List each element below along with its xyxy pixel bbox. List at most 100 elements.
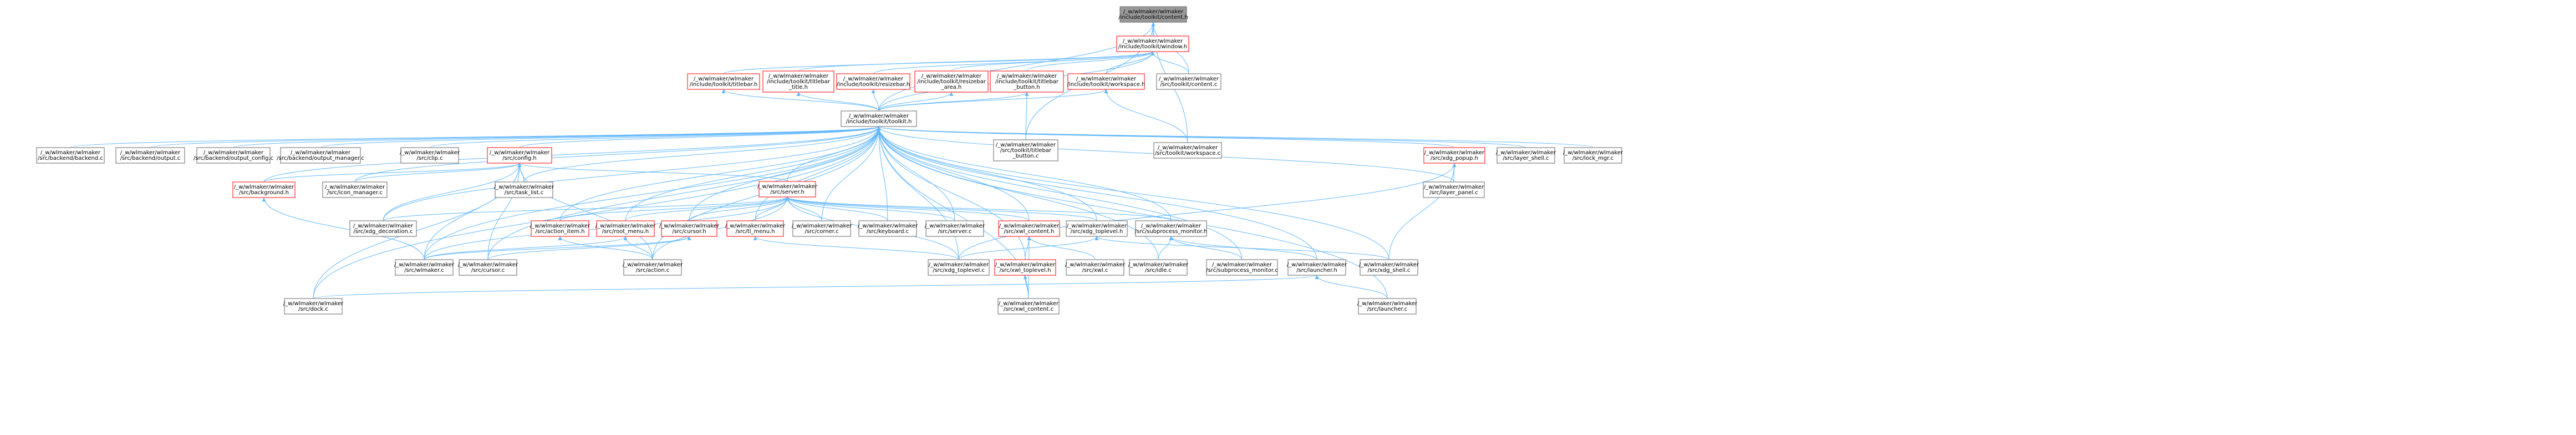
edge-idle_c-to-subprocess_monitor_h bbox=[1158, 236, 1173, 260]
node-box bbox=[196, 147, 271, 164]
node-xwl-content-h[interactable]: /_w/wlmaker/wlmaker/src/xwl_content.h bbox=[998, 220, 1060, 237]
edge-resizebar_h-to-window_h bbox=[873, 51, 1155, 74]
node-titlebar-button-h[interactable]: /_w/wlmaker/wlmaker/include/toolkit/titl… bbox=[990, 70, 1064, 93]
node-label-line: /src/corner.c bbox=[805, 229, 838, 235]
node-resizebar-area-h[interactable]: /_w/wlmaker/wlmaker/include/toolkit/resi… bbox=[914, 70, 989, 93]
node-content-c[interactable]: /_w/wlmaker/wlmaker/src/toolkit/content.… bbox=[1156, 73, 1221, 90]
node-label-line: /src/dock.c bbox=[298, 306, 328, 312]
edge-subprocess_monitor_h-to-toolkit_h bbox=[877, 126, 1172, 221]
node-idle-c[interactable]: /_w/wlmaker/wlmaker/src/idle.c bbox=[1128, 259, 1189, 276]
node-label-line: /_w/wlmaker/wlmaker bbox=[494, 184, 554, 190]
node-label-line: _title.h bbox=[788, 84, 808, 90]
node-label-line: /_w/wlmaker/wlmaker bbox=[1128, 262, 1189, 268]
node-label-line: /_w/wlmaker/wlmaker bbox=[843, 76, 904, 82]
node-subprocess-monitor-h[interactable]: /_w/wlmaker/wlmaker/src/subprocess_monit… bbox=[1135, 220, 1207, 237]
node-icon-manager-c[interactable]: /_w/wlmaker/wlmaker/src/icon_manager.c bbox=[322, 181, 388, 198]
node-label-line: /_w/wlmaker/wlmaker bbox=[768, 73, 829, 79]
node-label-line: /src/toolkit/content.c bbox=[1160, 82, 1217, 88]
edge-subprocess_monitor_c-to-subprocess_monitor_h bbox=[1169, 236, 1243, 260]
node-box bbox=[1156, 73, 1221, 90]
node-xwl-toplevel-h[interactable]: /_w/wlmaker/wlmaker/src/xwl_toplevel.h bbox=[994, 259, 1056, 276]
node-box bbox=[1135, 220, 1207, 237]
edge-icon_manager_c-to-config_h bbox=[354, 163, 522, 183]
node-workspace-h[interactable]: /_w/wlmaker/wlmaker/include/toolkit/work… bbox=[1067, 73, 1146, 90]
node-backend-c[interactable]: /_w/wlmaker/wlmaker/src/backend/backend.… bbox=[36, 147, 105, 164]
node-label-line: /_w/wlmaker/wlmaker bbox=[394, 262, 455, 268]
node-label-line: /src/toolkit/titlebar bbox=[1000, 148, 1052, 154]
node-output-c[interactable]: /_w/wlmaker/wlmaker/src/backend/output.c bbox=[115, 147, 185, 164]
node-box bbox=[1206, 259, 1278, 276]
node-tl-menu-h[interactable]: /_w/wlmaker/wlmaker/src/tl_menu.h bbox=[725, 220, 786, 237]
node-label-line: /src/xdg_popup.h bbox=[1430, 155, 1478, 161]
edge-toolkit_h-to-root bbox=[878, 22, 1155, 112]
node-action-item-h[interactable]: /_w/wlmaker/wlmaker/src/action_item.h bbox=[530, 220, 590, 237]
edge-dock_c-to-toolkit_h bbox=[313, 126, 881, 299]
node-label-line: /_w/wlmaker/wlmaker bbox=[997, 73, 1057, 79]
node-toolkit-h[interactable]: /_w/wlmaker/wlmaker/include/toolkit/tool… bbox=[841, 110, 917, 127]
edge-output_config_c-to-toolkit_h bbox=[233, 126, 881, 148]
node-action-c[interactable]: /_w/wlmaker/wlmaker/src/action.c bbox=[623, 259, 683, 276]
node-box bbox=[487, 147, 552, 164]
edge-root_menu_h-to-server_h bbox=[625, 196, 790, 221]
node-output-config-c[interactable]: /_w/wlmaker/wlmaker/src/backend/output_c… bbox=[194, 147, 273, 164]
node-xwl-c[interactable]: /_w/wlmaker/wlmaker/src/xwl.c bbox=[1065, 259, 1126, 276]
node-wlmaker-c[interactable]: /_w/wlmaker/wlmaker/src/wlmaker.c bbox=[394, 259, 455, 276]
node-background-h[interactable]: /_w/wlmaker/wlmaker/src/background.h bbox=[232, 181, 296, 198]
node-root[interactable]: /_w/wlmaker/wlmaker/include/toolkit/cont… bbox=[1118, 6, 1188, 23]
node-label-line: /_w/wlmaker/wlmaker bbox=[999, 223, 1060, 229]
node-label-line: /_w/wlmaker/wlmaker bbox=[659, 223, 720, 229]
node-xdg-toplevel-h[interactable]: /_w/wlmaker/wlmaker/src/xdg_toplevel.h bbox=[1066, 220, 1128, 237]
node-layer-panel-c[interactable]: /_w/wlmaker/wlmaker/src/layer_panel.c bbox=[1423, 181, 1485, 198]
node-label-line: /_w/wlmaker/wlmaker bbox=[792, 223, 852, 229]
node-launcher-h[interactable]: /_w/wlmaker/wlmaker/src/launcher.h bbox=[1287, 259, 1347, 276]
node-xdg-popup-h[interactable]: /_w/wlmaker/wlmaker/src/xdg_popup.h bbox=[1423, 147, 1485, 164]
node-box bbox=[459, 259, 517, 276]
node-label-line: /_w/wlmaker/wlmaker bbox=[353, 223, 414, 229]
node-xdg-toplevel-c[interactable]: /_w/wlmaker/wlmaker/src/xdg_toplevel.c bbox=[928, 259, 990, 276]
node-xdg-shell-c[interactable]: /_w/wlmaker/wlmaker/src/xdg_shell.c bbox=[1359, 259, 1419, 276]
edge-task_list_c-to-config_h bbox=[517, 163, 525, 183]
node-root-menu-h[interactable]: /_w/wlmaker/wlmaker/src/root_menu.h bbox=[595, 220, 656, 237]
edge-toolkit_h-to-workspace_h bbox=[878, 89, 1108, 112]
node-keyboard-c[interactable]: /_w/wlmaker/wlmaker/src/keyboard.c bbox=[858, 220, 918, 237]
node-launcher-c[interactable]: /_w/wlmaker/wlmaker/src/launcher.c bbox=[1357, 298, 1418, 315]
node-cursor-h[interactable]: /_w/wlmaker/wlmaker/src/cursor.h bbox=[659, 220, 720, 237]
node-resizebar-h[interactable]: /_w/wlmaker/wlmaker/include/toolkit/resi… bbox=[836, 73, 910, 90]
node-label-line: /_w/wlmaker/wlmaker bbox=[725, 223, 786, 229]
node-dock-c[interactable]: /_w/wlmaker/wlmaker/src/dock.c bbox=[283, 298, 344, 315]
node-titlebar-title-h[interactable]: /_w/wlmaker/wlmaker/include/toolkit/titl… bbox=[762, 70, 834, 93]
node-window-h[interactable]: /_w/wlmaker/wlmaker/include/toolkit/wind… bbox=[1116, 36, 1189, 52]
node-subprocess-monitor-c[interactable]: /_w/wlmaker/wlmaker/src/subprocess_monit… bbox=[1206, 259, 1278, 276]
node-box bbox=[1423, 147, 1485, 164]
node-layer-shell-c[interactable]: /_w/wlmaker/wlmaker/src/layer_shell.c bbox=[1496, 147, 1556, 164]
edge-xdg_decoration_c-to-server_h bbox=[383, 196, 790, 221]
edge-xdg_decoration_c-to-toolkit_h bbox=[383, 126, 881, 221]
node-server-h[interactable]: /_w/wlmaker/wlmaker/src/server.h bbox=[757, 181, 818, 198]
node-corner-c[interactable]: /_w/wlmaker/wlmaker/src/corner.c bbox=[792, 220, 852, 237]
node-label-line: /src/backend/output_config.c bbox=[194, 155, 273, 161]
edge-launcher_h-to-subprocess_monitor_h bbox=[1169, 236, 1317, 260]
node-box bbox=[758, 181, 816, 198]
node-label-line: /src/cursor.h bbox=[672, 229, 706, 235]
node-titlebar-button-c[interactable]: /_w/wlmaker/wlmaker/src/toolkit/titlebar… bbox=[993, 139, 1058, 161]
node-cursor-c[interactable]: /_w/wlmaker/wlmaker/src/cursor.c bbox=[458, 259, 518, 276]
node-label-line: /src/backend/output.c bbox=[120, 155, 181, 161]
node-lock-mgr-c[interactable]: /_w/wlmaker/wlmaker/src/lock_mgr.c bbox=[1563, 147, 1623, 164]
node-clip-c[interactable]: /_w/wlmaker/wlmaker/src/clip.c bbox=[400, 147, 460, 164]
node-box bbox=[115, 147, 185, 164]
node-config-h[interactable]: /_w/wlmaker/wlmaker/src/config.h bbox=[487, 147, 552, 164]
edge-xdg_toplevel_c-to-toolkit_h bbox=[877, 126, 959, 260]
node-label-line: /_w/wlmaker/wlmaker bbox=[203, 150, 264, 156]
node-box bbox=[928, 259, 990, 276]
node-server-c[interactable]: /_w/wlmaker/wlmaker/src/server.c bbox=[925, 220, 985, 237]
node-box bbox=[914, 70, 989, 93]
node-box bbox=[998, 220, 1060, 237]
node-xdg-decoration-c[interactable]: /_w/wlmaker/wlmaker/src/xdg_decoration.c bbox=[349, 220, 417, 237]
edge-toolkit_h-to-resizebar_area_h bbox=[878, 92, 954, 112]
node-output-manager-c[interactable]: /_w/wlmaker/wlmaker/src/backend/output_m… bbox=[277, 147, 364, 164]
node-xwl-content-c[interactable]: /_w/wlmaker/wlmaker/src/xwl_content.c bbox=[997, 298, 1060, 315]
node-label-line: /_w/wlmaker/wlmaker bbox=[623, 262, 683, 268]
node-titlebar-h[interactable]: /_w/wlmaker/wlmaker/include/toolkit/titl… bbox=[687, 73, 760, 90]
node-workspace-c[interactable]: /_w/wlmaker/wlmaker/src/toolkit/workspac… bbox=[1153, 142, 1222, 159]
node-task-list-c[interactable]: /_w/wlmaker/wlmaker/src/task_list.c bbox=[494, 181, 554, 198]
